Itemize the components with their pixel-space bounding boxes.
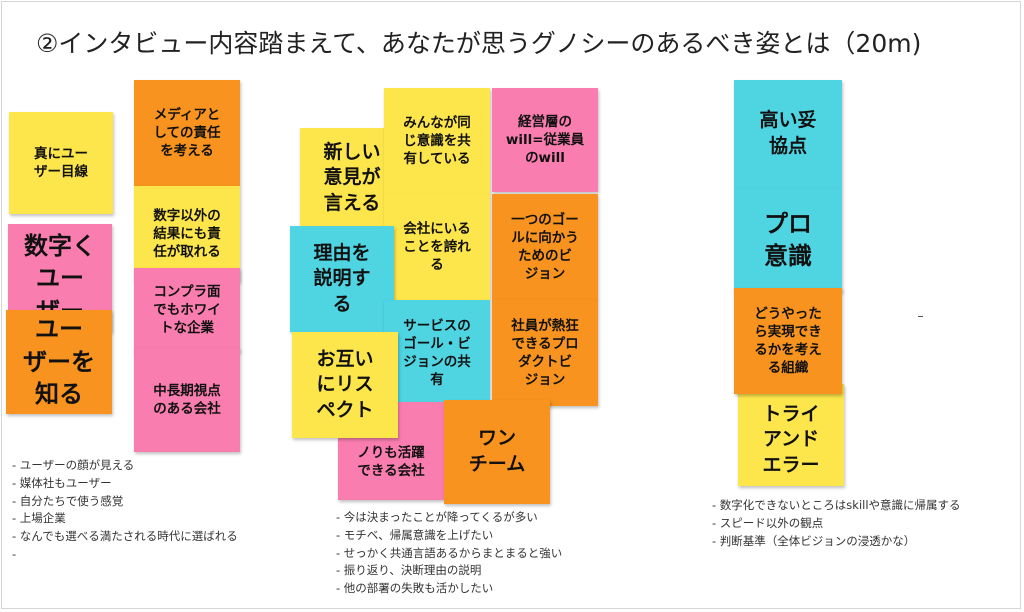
sticky-note[interactable]: どうやった ら実現でき るかを考え る組織 xyxy=(734,288,842,394)
sticky-note[interactable]: ユー ザーを 知る xyxy=(6,310,112,414)
note-line: - なんでも選べる満たされる時代に選ばれる xyxy=(12,529,238,544)
note-line: - 今は決まったことが降ってくるが多い xyxy=(336,510,538,524)
sticky-note[interactable]: トライ アンド エラー xyxy=(738,384,844,486)
sticky-note[interactable]: お互い にリス ペクト xyxy=(292,332,398,438)
note-line: - スピード以外の観点 xyxy=(712,515,824,530)
sticky-note[interactable]: メディアと しての責任 を考える xyxy=(134,80,240,186)
notes-left: - ユーザーの顔が見える - 媒体社もユーザー - 自分たちで使う感覚 - 上場… xyxy=(12,457,238,564)
stray-mark xyxy=(918,316,923,317)
sticky-note[interactable]: 数字以外の 結果にも責 任が取れる xyxy=(134,186,240,282)
sticky-note[interactable]: 真にユー ザー目線 xyxy=(9,112,113,214)
sticky-note[interactable]: 中長期視点 のある会社 xyxy=(134,348,240,452)
notes-right: - 数字化できないところはskillや意識に帰属する - スピード以外の観点 -… xyxy=(712,497,961,550)
notes-middle: - 今は決まったことが降ってくるが多い - モチベ、帰属意識を上げたい - せっ… xyxy=(336,509,562,598)
note-line: - 数字化できないところはskillや意識に帰属する xyxy=(712,498,961,512)
sticky-note[interactable]: 一つのゴー ルに向かう ためのビ ジョン xyxy=(492,194,598,300)
sticky-note[interactable]: 会社にいる ことを誇れ る xyxy=(384,194,490,300)
slide-title: ②インタビュー内容踏まえて、あなたが思うグノシーのあるべき姿とは（20m) xyxy=(36,29,922,58)
sticky-note[interactable]: 理由を 説明す る xyxy=(290,226,394,332)
note-line: - 他の部署の失敗も活かしたい xyxy=(336,581,494,596)
sticky-note[interactable]: ワン チーム xyxy=(444,400,550,504)
sticky-note[interactable]: 高い妥 協点 xyxy=(734,80,842,188)
sticky-note[interactable]: 経営層の will=従業員 のwill xyxy=(492,88,598,192)
note-line: - xyxy=(12,547,17,562)
note-line: - 自分たちで使う感覚 xyxy=(12,493,124,508)
sticky-note[interactable]: コンプラ面 でもホワイ トな企業 xyxy=(134,268,240,352)
note-line: - ユーザーの顔が見える xyxy=(12,458,135,472)
sticky-note[interactable]: 社員が熱狂 できるプロ ダクトビ ジョン xyxy=(492,300,598,406)
note-line: - 媒体社もユーザー xyxy=(12,475,112,490)
note-line: - 判断基準（全体ビジョンの浸透かな） xyxy=(712,533,916,548)
sticky-note[interactable]: プロ 意識 xyxy=(734,188,842,292)
note-line: - モチベ、帰属意識を上げたい xyxy=(336,527,494,542)
sticky-note[interactable]: サービスの ゴール・ビ ジョンの共 有 xyxy=(384,300,490,406)
note-line: - 振り返り、決断理由の説明 xyxy=(336,563,482,578)
note-line: - せっかく共通言語あるからまとまると強い xyxy=(336,545,563,560)
sticky-note[interactable]: みんなが同 じ意識を共 有している xyxy=(384,88,490,194)
note-line: - 上場企業 xyxy=(12,511,66,526)
